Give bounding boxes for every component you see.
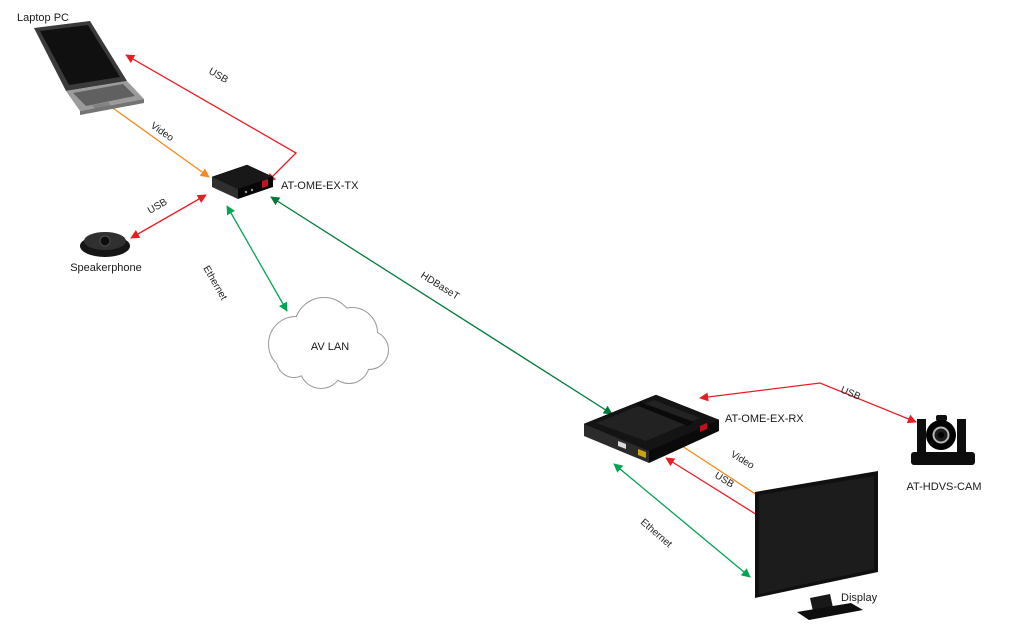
camera-right-arm (957, 419, 966, 454)
display-label: Display (841, 592, 878, 604)
ethernet-tx-lan-label: Ethernet (200, 264, 229, 302)
laptop-label: Laptop PC (17, 12, 69, 24)
video-rx-display-label: Video (728, 449, 756, 472)
tx-device (211, 164, 274, 199)
rx-device (583, 394, 720, 463)
usb-rx-camera-label: USB (839, 385, 863, 403)
tx-left-face (212, 177, 238, 199)
rx-port (618, 441, 626, 449)
hdbaset-tx-rx-line (270, 196, 613, 415)
rx-hdmi-port (638, 449, 646, 458)
hdbaset-tx-rx-label: HDBaseT (418, 270, 461, 302)
tx-red-accent (262, 179, 268, 188)
camera-device (911, 415, 975, 465)
ethernet-tx-lan-line (226, 205, 288, 312)
video-laptop-tx-label: Video (148, 120, 175, 144)
connection-labels: USB Video USB Ethernet HDBaseT USB Video… (146, 66, 862, 550)
laptop-keyboard (73, 84, 135, 106)
ethernet-rx-display-line (613, 463, 751, 578)
laptop-device (34, 21, 144, 115)
video-laptop-tx-line (109, 105, 210, 178)
rx-red-accent (700, 423, 707, 432)
av-lan-cloud: AV LAN (268, 297, 389, 389)
av-lan-label: AV LAN (311, 341, 349, 353)
usb-rx-camera-line (699, 382, 917, 424)
camera-label: AT-HDVS-CAM (907, 481, 982, 493)
display-device (755, 471, 878, 620)
rx-label: AT-OME-EX-RX (725, 413, 804, 425)
tx-port-dot-1 (244, 190, 248, 194)
laptop-base-edge (80, 99, 144, 115)
usb-laptop-tx-label: USB (207, 66, 231, 86)
cloud-fill (269, 298, 388, 388)
speakerphone-button (99, 235, 111, 247)
usb-tx-speakerphone-line (130, 194, 207, 239)
ethernet-rx-display-label: Ethernet (638, 517, 674, 550)
camera-top-nub (936, 415, 947, 421)
laptop-screen (40, 25, 120, 85)
speakerphone-device (80, 232, 130, 257)
speakerphone-label: Speakerphone (70, 262, 142, 274)
tx-port-dot-2 (250, 188, 254, 192)
rx-top-sheen (596, 400, 700, 441)
rx-top-flap (636, 402, 694, 426)
usb-rx-display-label: USB (712, 470, 736, 490)
camera-base (911, 452, 975, 465)
camera-lens (938, 432, 944, 438)
tx-label: AT-OME-EX-TX (281, 180, 359, 192)
usb-tx-speakerphone-label: USB (146, 197, 170, 217)
display-stand-base (797, 603, 863, 620)
display-screen (759, 476, 874, 594)
usb-laptop-tx-line (125, 54, 298, 183)
rx-front-left-face (584, 424, 649, 463)
connections (109, 54, 917, 578)
camera-left-arm (917, 419, 926, 454)
